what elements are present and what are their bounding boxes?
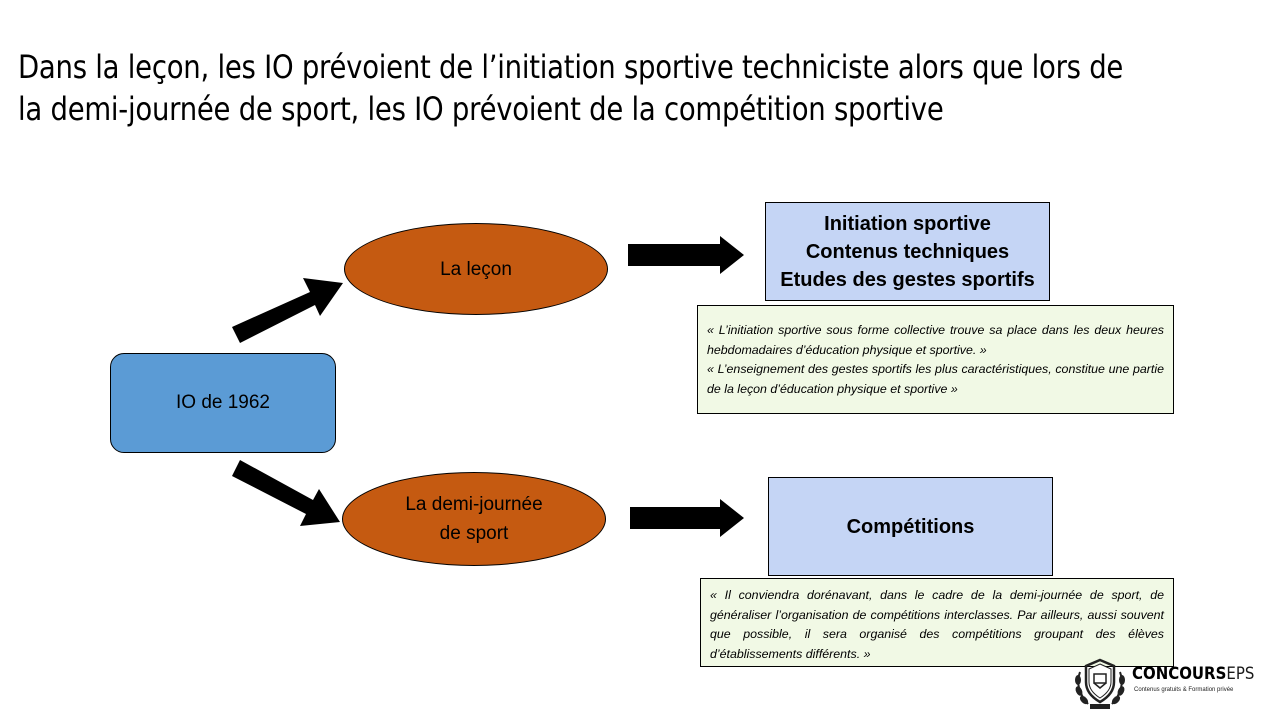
logo-wordmark: CONCOURSEPS bbox=[1132, 664, 1254, 684]
outcome-lecon-line-1: Initiation sportive bbox=[824, 212, 991, 235]
quote-lecon-box: « L’initiation sportive sous forme colle… bbox=[697, 305, 1174, 414]
node-la-lecon: La leçon bbox=[344, 223, 608, 315]
outcome-demi-line-1: Compétitions bbox=[846, 515, 975, 538]
root-node-label: IO de 1962 bbox=[175, 392, 271, 413]
quote-demi-box: « Il conviendra dorénavant, dans le cadr… bbox=[700, 578, 1174, 667]
outcome-lecon-box: Initiation sportive Contenus techniques … bbox=[765, 202, 1050, 301]
arrow-root-to-lecon bbox=[232, 278, 343, 343]
slide-title: Dans la leçon, les IO prévoient de l’ini… bbox=[18, 46, 1124, 130]
outcome-lecon-line-2: Contenus techniques bbox=[805, 240, 1010, 263]
node-la-lecon-label: La leçon bbox=[440, 258, 512, 280]
root-node-io-1962: IO de 1962 bbox=[110, 353, 336, 453]
concourseps-logo: CONCOURSEPS Contenus gratuits & Formatio… bbox=[1070, 654, 1270, 712]
arrow-demi-to-outcome bbox=[630, 499, 744, 537]
quote-demi-paragraph: « Il conviendra dorénavant, dans le cadr… bbox=[710, 588, 1164, 661]
outcome-lecon-line-3: Etudes des gestes sportifs bbox=[780, 268, 1035, 291]
title-line-2: la demi-journée de sport, les IO prévoie… bbox=[18, 90, 944, 128]
logo-tagline: Contenus gratuits & Formation privée bbox=[1134, 687, 1234, 693]
quote-lecon-paragraph-2: « L’enseignement des gestes sportifs les… bbox=[707, 362, 1164, 396]
quote-lecon-paragraph-1: « L’initiation sportive sous forme colle… bbox=[707, 323, 1164, 357]
node-demi-journee: La demi-journée de sport bbox=[342, 472, 606, 566]
outcome-demi-box: Compétitions bbox=[768, 477, 1053, 576]
arrow-lecon-to-outcome bbox=[628, 236, 744, 274]
node-demi-journee-label-2: de sport bbox=[439, 523, 509, 544]
logo-wordmark-part-1: CONCOURS bbox=[1132, 664, 1227, 684]
laurel-shield-icon bbox=[1075, 658, 1125, 709]
logo-wordmark-part-2: EPS bbox=[1226, 664, 1255, 684]
node-demi-journee-label-1: La demi-journée bbox=[405, 494, 543, 515]
arrow-root-to-demi bbox=[232, 460, 340, 526]
title-line-1: Dans la leçon, les IO prévoient de l’ini… bbox=[18, 48, 1124, 86]
